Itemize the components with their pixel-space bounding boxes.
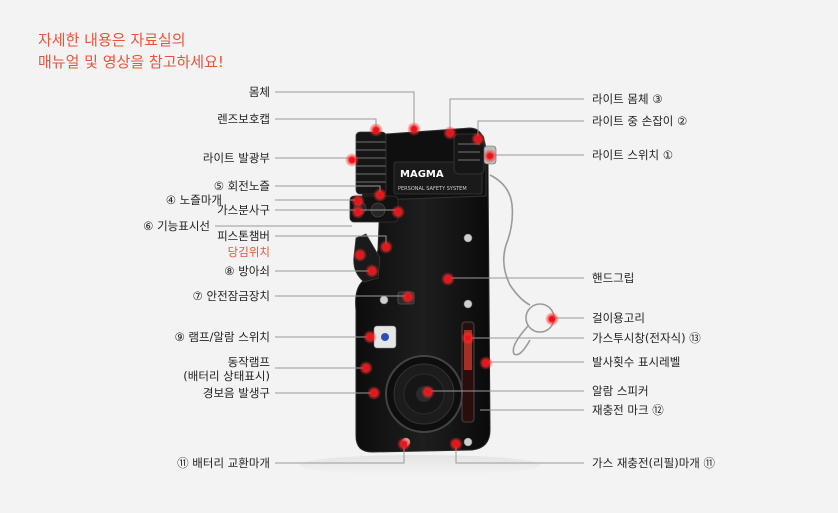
label-handgrip: 핸드그립	[592, 271, 635, 285]
label-light-switch: 라이트 스위치 ①	[592, 148, 674, 162]
screw-1	[463, 233, 473, 243]
floor-shadow	[300, 455, 540, 475]
screw-2	[379, 295, 389, 305]
label-gas-refill-cover: 가스 재충전(리필)마개 ⑪	[592, 456, 716, 470]
label-alarm-outlet: 경보음 발생구	[202, 386, 270, 400]
label-body: 몸체	[248, 85, 270, 99]
screw-5	[463, 437, 473, 447]
label-rotating-nozzle: ⑤ 회전노즐	[213, 179, 270, 193]
label-light-body: 라이트 몸체 ③	[592, 92, 663, 106]
label-light-emitter: 라이트 발광부	[202, 151, 270, 165]
label-piston-chamber: 피스톤챔버	[217, 229, 270, 243]
label-trigger: ⑧ 방아쇠	[224, 264, 270, 278]
brand-text: MAGMA	[400, 169, 444, 180]
label-lamp-switch: ⑨ 램프/알람 스위치	[174, 330, 270, 344]
notice-line-2: 매뉴얼 및 영상을 참고하세요!	[38, 53, 224, 71]
label-battery-status: (배터리 상태표시)	[183, 369, 270, 383]
label-alarm-speaker: 알람 스피커	[592, 384, 649, 398]
label-lens-cap: 렌즈보호캡	[217, 112, 270, 126]
label-shot-level: 발사횟수 표시레벨	[592, 355, 681, 369]
label-gas-outlet: 가스분사구	[217, 203, 270, 217]
subtitle-text: PERSONAL SAFETY SYSTEM	[398, 186, 467, 192]
notice-line-1: 자세한 내용은 자료실의	[38, 31, 186, 49]
label-operation-lamp: 동작램프	[227, 355, 270, 369]
label-function-line: ⑥ 기능표시선	[143, 219, 210, 233]
keychain	[489, 174, 555, 356]
callout-dots	[345, 122, 559, 451]
label-hanging-ring: 걸이용고리	[592, 311, 645, 325]
label-nozzle-cap: ④ 노즐마개	[165, 193, 222, 207]
label-refill-mark: 재충전 마크 ⑫	[592, 403, 664, 417]
label-safety-lock: ⑦ 안전잠금장치	[192, 289, 270, 303]
leader-lines	[215, 91, 584, 464]
label-pull-position: 당김위치	[227, 245, 270, 259]
label-gas-window: 가스투시창(전자식) ⑬	[592, 331, 701, 345]
screw-3	[463, 299, 473, 309]
label-battery-cover: ⑪ 배터리 교환마개	[177, 456, 270, 470]
lamp-led	[381, 333, 389, 341]
label-light-handle: 라이트 중 손잡이 ②	[592, 114, 688, 128]
light-barrel	[355, 131, 387, 195]
